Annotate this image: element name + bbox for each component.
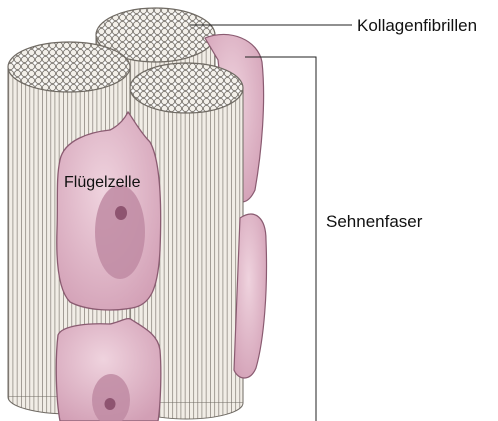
wing-cell-label: Flügelzelle <box>64 175 140 191</box>
wing-cell-lower <box>56 319 161 421</box>
nucleolus <box>115 206 127 220</box>
wing-cell-main <box>57 112 161 310</box>
collagen-fibrils-label: Kollagenfibrillen <box>357 17 477 34</box>
wing-cell-right-lower <box>234 214 267 378</box>
tendon-fiber-label: Sehnenfaser <box>326 213 422 230</box>
nucleus <box>95 185 145 279</box>
